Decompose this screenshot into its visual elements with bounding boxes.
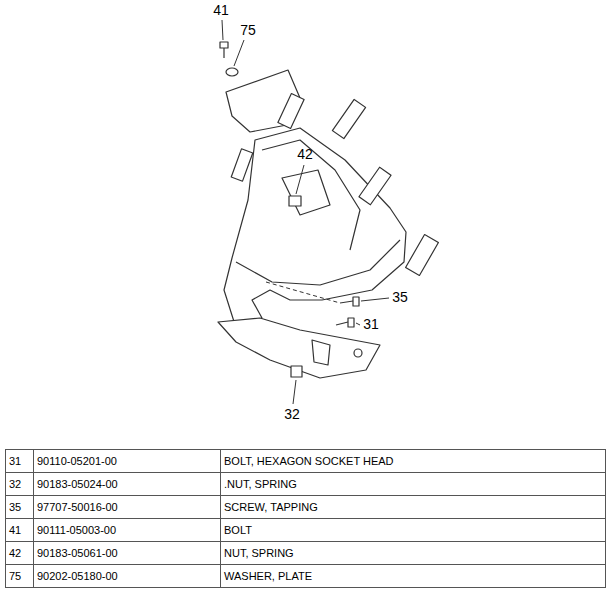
bolt bbox=[220, 42, 228, 48]
table-cell: SCREW, TAPPING bbox=[224, 501, 318, 513]
table-cell: 32 bbox=[9, 478, 21, 490]
table-cell: 41 bbox=[9, 524, 21, 536]
fairing-inner bbox=[262, 140, 360, 250]
clip bbox=[406, 235, 439, 276]
callout-number: 42 bbox=[297, 147, 313, 162]
clip bbox=[278, 94, 304, 129]
lower-cowl bbox=[218, 318, 380, 378]
table-cell: BOLT, HEXAGON SOCKET HEAD bbox=[224, 455, 394, 467]
bolt-shank bbox=[223, 48, 224, 58]
bolt-shank bbox=[336, 322, 348, 325]
callout-number: 75 bbox=[240, 23, 256, 38]
table-cell: 75 bbox=[9, 570, 21, 582]
table-cell: .NUT, SPRING bbox=[224, 478, 297, 490]
callout-number: 32 bbox=[284, 407, 300, 422]
table-cell: 90183-05024-00 bbox=[37, 478, 118, 490]
table-cell: 31 bbox=[9, 455, 21, 467]
clip bbox=[332, 99, 365, 138]
clip bbox=[359, 167, 391, 205]
callout-number: 31 bbox=[363, 317, 379, 332]
assembly-line bbox=[266, 282, 340, 303]
table-cell: WASHER, PLATE bbox=[224, 570, 312, 582]
leader-line bbox=[356, 323, 360, 325]
table-cell: BOLT bbox=[224, 524, 252, 536]
cowl-detail bbox=[312, 340, 330, 365]
table-cell: 97707-50016-00 bbox=[37, 501, 118, 513]
spring-nut bbox=[289, 196, 301, 206]
fairing-body bbox=[224, 128, 406, 328]
table-cell: 90183-05061-00 bbox=[37, 547, 118, 559]
leader-line bbox=[296, 165, 304, 194]
leader-line bbox=[222, 20, 223, 40]
cowl-hole bbox=[354, 349, 362, 357]
clip bbox=[231, 149, 253, 181]
callout-number: 35 bbox=[392, 290, 408, 305]
table-cell: 90202-05180-00 bbox=[37, 570, 118, 582]
washer bbox=[226, 68, 238, 76]
leader-line bbox=[361, 298, 389, 301]
table-cell: NUT, SPRING bbox=[224, 547, 294, 559]
fairing-edge bbox=[236, 240, 400, 285]
parts-table bbox=[5, 449, 606, 588]
bolt-head bbox=[348, 318, 354, 327]
table-cell: 90111-05003-00 bbox=[37, 524, 116, 536]
leader-line bbox=[293, 380, 296, 404]
screw-shank bbox=[340, 301, 353, 303]
screw-head bbox=[353, 297, 359, 306]
table-cell: 42 bbox=[9, 547, 21, 559]
spring-nut bbox=[291, 366, 302, 377]
leader-line bbox=[234, 40, 244, 66]
table-cell: 35 bbox=[9, 501, 21, 513]
table-cell: 90110-05201-00 bbox=[37, 455, 117, 467]
callout-number: 41 bbox=[213, 3, 229, 18]
